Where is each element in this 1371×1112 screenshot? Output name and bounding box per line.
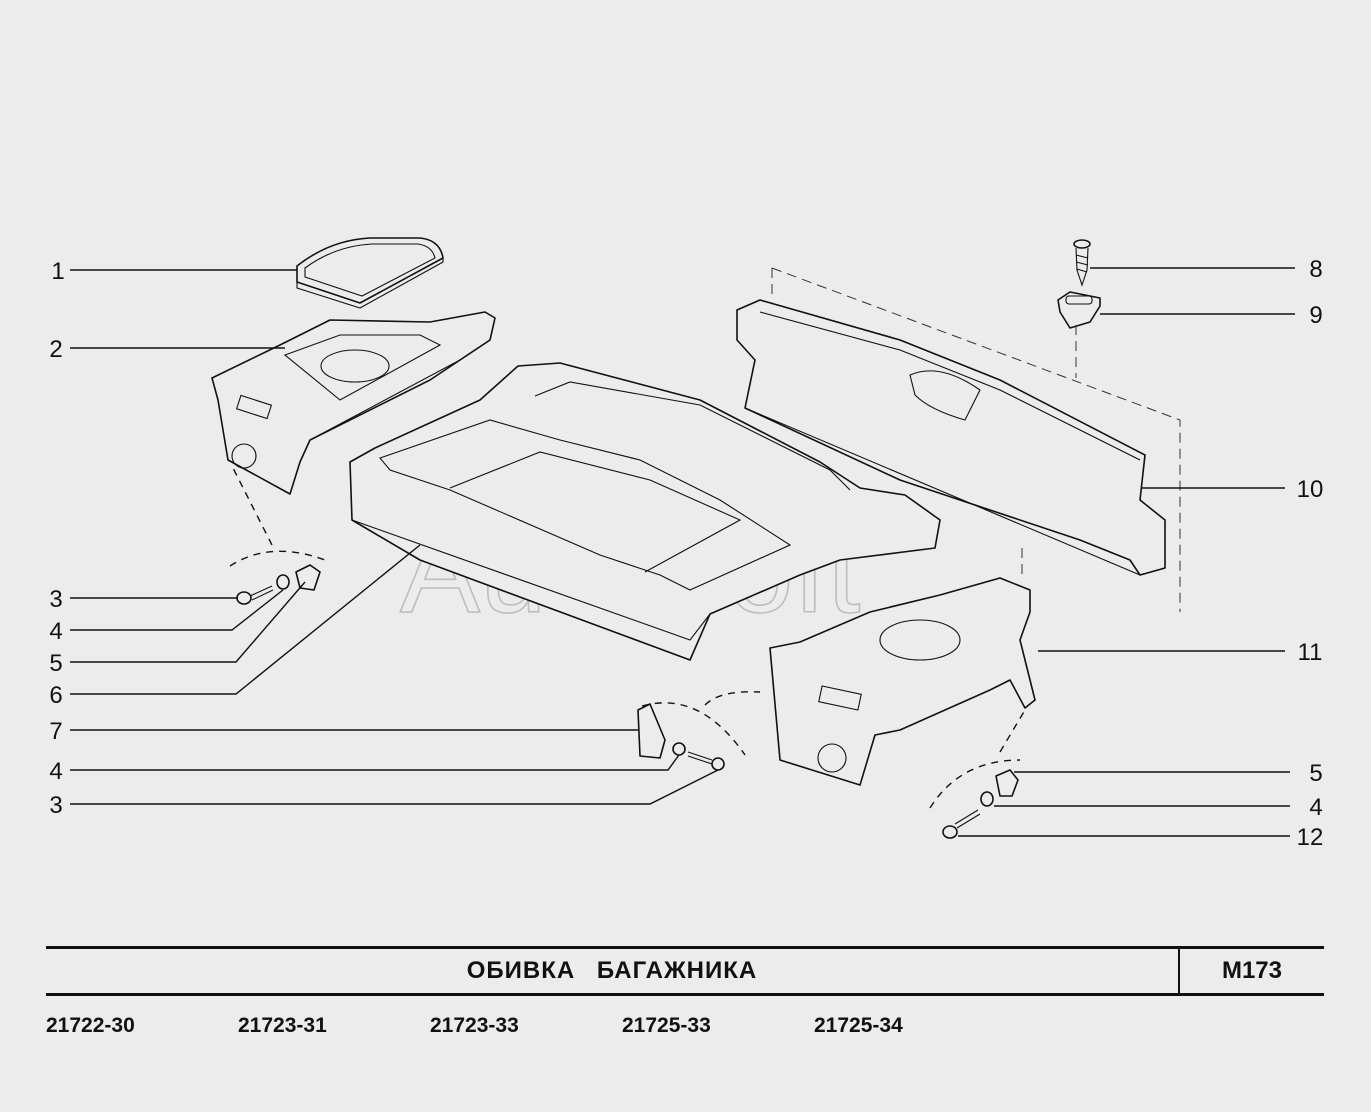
part-left-side-trim bbox=[211, 311, 496, 495]
callout-left-8: 4 bbox=[49, 758, 62, 785]
part-right-side-trim bbox=[769, 577, 1036, 786]
model-code: 21723-31 bbox=[238, 1014, 327, 1037]
model-list: 21722-30 21723-31 21723-33 21725-33 2172… bbox=[46, 1014, 1006, 1044]
callout-right-7: 12 bbox=[1297, 824, 1324, 851]
model-code: 21725-33 bbox=[622, 1014, 711, 1037]
callout-right-6: 4 bbox=[1309, 794, 1322, 821]
diagram-code: M173 bbox=[1178, 949, 1324, 993]
part-parcel-shelf bbox=[349, 362, 941, 661]
diagram-title: ОБИВКА БАГАЖНИКА bbox=[466, 957, 758, 984]
model-code: 21725-34 bbox=[814, 1014, 903, 1037]
part-rear-trim-panel bbox=[736, 299, 1166, 576]
fasteners-left-lower bbox=[637, 703, 725, 771]
callout-right-4: 11 bbox=[1298, 639, 1323, 666]
model-code: 21722-30 bbox=[46, 1014, 135, 1037]
callout-left-6: 6 bbox=[49, 682, 62, 709]
fasteners-right-lower bbox=[942, 769, 1019, 839]
part-screw-top bbox=[1073, 239, 1091, 287]
callout-left-3: 3 bbox=[49, 586, 62, 613]
callout-left-9: 3 bbox=[49, 792, 62, 819]
title-block: ОБИВКА БАГАЖНИКА M173 bbox=[46, 946, 1324, 996]
callout-right-1: 8 bbox=[1309, 256, 1322, 283]
callout-left-7: 7 bbox=[49, 718, 62, 745]
part-speaker-grille bbox=[296, 237, 444, 309]
callout-right-2: 9 bbox=[1309, 302, 1322, 329]
parts-diagram: AutoSoft bbox=[49, 237, 1324, 851]
fasteners-left-upper bbox=[236, 564, 321, 605]
callout-right-5: 5 bbox=[1309, 760, 1322, 787]
callout-left-5: 5 bbox=[49, 650, 62, 677]
callout-left-2: 2 bbox=[49, 336, 62, 363]
callout-left-1: 1 bbox=[51, 258, 64, 285]
callout-right-3: 10 bbox=[1297, 476, 1324, 503]
part-clip bbox=[1057, 291, 1101, 329]
callout-left-4: 4 bbox=[49, 618, 62, 645]
model-code: 21723-33 bbox=[430, 1014, 519, 1037]
